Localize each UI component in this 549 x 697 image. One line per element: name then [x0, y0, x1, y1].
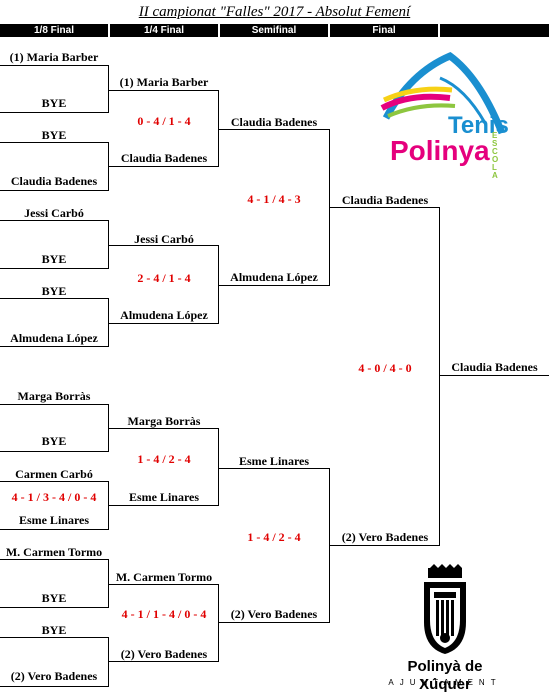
logo-city-sub: AJUNTAMENT [388, 678, 502, 687]
r16-player: Marga Borràs [17, 389, 91, 403]
final-player: (2) Vero Badenes [341, 530, 429, 544]
logo-city-name: Polinyà de Xúquer [407, 658, 483, 693]
round-header-sf: Semifinal [220, 24, 328, 37]
logo-word-escola: ESCOLA [492, 131, 499, 180]
round-header-r16: 1/8 Final [0, 24, 108, 37]
r16-score: 4 - 1 / 3 - 4 / 0 - 4 [11, 490, 97, 504]
r16-player: BYE [41, 252, 67, 266]
r16-player: BYE [41, 128, 67, 142]
sf-player: (2) Vero Badenes [230, 607, 318, 621]
logo-word-tenis: Tenis [448, 112, 509, 139]
r16-player: BYE [41, 623, 67, 637]
r16-player: BYE [41, 591, 67, 605]
qf-player: Marga Borràs [127, 414, 201, 428]
qf-score: 0 - 4 / 1 - 4 [137, 114, 191, 128]
r16-player: M. Carmen Tormo [5, 545, 103, 559]
r16-player: BYE [41, 96, 67, 110]
final-score: 4 - 0 / 4 - 0 [358, 361, 412, 375]
r16-player: BYE [41, 434, 67, 448]
qf-player: M. Carmen Tormo [115, 570, 213, 584]
final-player: Claudia Badenes [341, 193, 429, 207]
logo-word-polinya: Polinya [390, 135, 490, 166]
r16-player: Jessi Carbó [24, 206, 84, 220]
qf-score: 2 - 4 / 1 - 4 [137, 271, 191, 285]
round-header-qf: 1/4 Final [110, 24, 218, 37]
r16-player: Carmen Carbó [15, 467, 93, 481]
qf-player: Esme Linares [128, 490, 200, 504]
sf-player: Esme Linares [238, 454, 310, 468]
qf-player: Almudena López [120, 308, 208, 322]
page-title: II campionat "Falles" 2017 - Absolut Fem… [138, 4, 411, 20]
sf-score: 4 - 1 / 4 - 3 [247, 192, 301, 206]
r16-player: Esme Linares [18, 513, 90, 527]
r16-player: (1) Maria Barber [9, 50, 99, 64]
tenis-escola-logo: Tenis Polinya ESCOLA [380, 48, 520, 180]
qf-score: 1 - 4 / 2 - 4 [137, 452, 191, 466]
r16-player: (2) Vero Badenes [10, 669, 98, 683]
sf-score: 1 - 4 / 2 - 4 [247, 530, 301, 544]
r16-player: BYE [41, 284, 67, 298]
qf-score: 4 - 1 / 1 - 4 / 0 - 4 [121, 607, 207, 621]
qf-player: Claudia Badenes [120, 151, 208, 165]
round-header-final: Final [330, 24, 438, 37]
qf-player: (2) Vero Badenes [120, 647, 208, 661]
qf-player: Jessi Carbó [134, 232, 194, 246]
champion: Claudia Badenes [451, 360, 538, 374]
r16-player: Claudia Badenes [10, 174, 98, 188]
round-header-blank [440, 24, 549, 37]
coat-of-arms-icon [424, 564, 466, 654]
qf-player: (1) Maria Barber [119, 75, 209, 89]
sf-player: Claudia Badenes [230, 115, 318, 129]
polinya-ajuntament-logo: Polinyà de Xúquer AJUNTAMENT [380, 564, 510, 694]
r16-player: Almudena López [10, 331, 98, 345]
sf-player: Almudena López [230, 270, 318, 284]
